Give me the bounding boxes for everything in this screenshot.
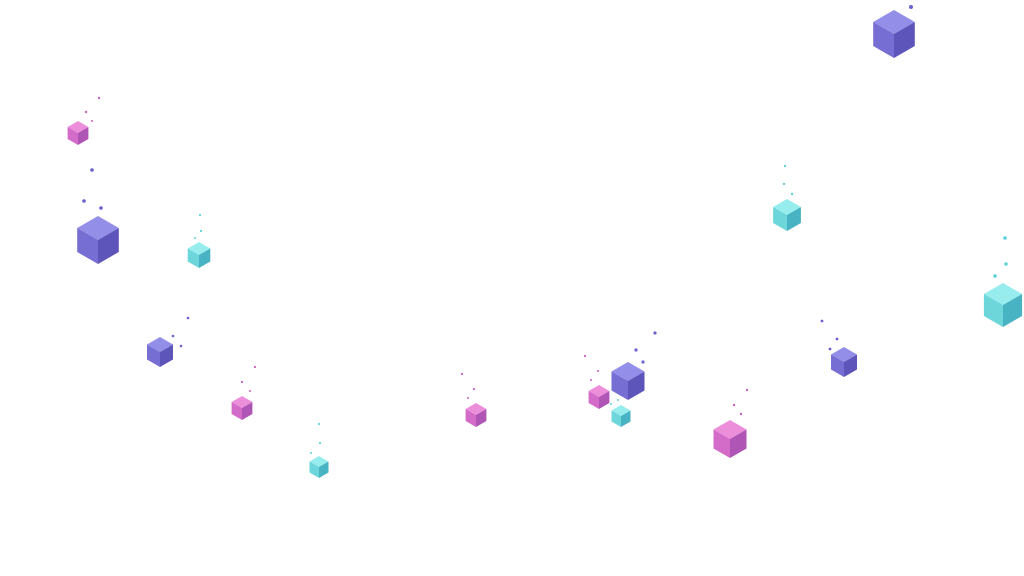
- particle-dot: [590, 379, 592, 381]
- cube-left-face: [713, 429, 730, 458]
- cube-right-face: [319, 461, 329, 478]
- hexagon-cube-icon: [983, 236, 1023, 327]
- particle-dot: [253, 365, 257, 369]
- hexagon-cube-icon: [610, 399, 631, 427]
- hexagon-cube-icon: [309, 422, 329, 478]
- cube-left-face: [231, 402, 242, 420]
- particle-dot: [90, 168, 94, 172]
- particle-dot: [472, 387, 476, 391]
- particle-dot: [653, 331, 657, 335]
- hexagon-cube-icon: [873, 5, 915, 58]
- particle-dot: [82, 199, 86, 203]
- particle-dot: [820, 319, 824, 323]
- particle-dot: [634, 348, 638, 352]
- shapes-layer: [67, 5, 1023, 478]
- particle-dot: [610, 403, 612, 405]
- cube-right-face: [98, 228, 119, 264]
- cube-right-face: [1003, 294, 1023, 327]
- cube-right-face: [844, 354, 857, 377]
- cube-right-face: [628, 371, 645, 400]
- particle-dot: [171, 334, 175, 338]
- cube-top-face: [187, 242, 211, 255]
- particle-dot: [641, 360, 645, 364]
- particle-dot: [99, 206, 103, 210]
- cube-left-face: [67, 127, 78, 145]
- particle-dot: [460, 372, 464, 376]
- cube-right-face: [894, 22, 915, 58]
- particle-dot: [617, 399, 619, 401]
- hexagon-cube-icon: [67, 96, 101, 145]
- cube-left-face: [611, 371, 628, 400]
- particle-dot: [467, 397, 469, 399]
- cube-right-face: [476, 409, 487, 427]
- particle-dot: [583, 354, 587, 358]
- particle-dot: [909, 5, 913, 9]
- hexagon-cube-icon: [611, 331, 657, 400]
- particle-dot: [310, 452, 312, 454]
- particle-dot: [317, 422, 321, 426]
- hexagon-cube-icon: [460, 372, 487, 427]
- hexagon-cube-icon: [231, 365, 257, 420]
- cube-right-face: [242, 402, 253, 420]
- cube-right-face: [199, 248, 211, 268]
- cube-right-face: [78, 127, 89, 145]
- hexagon-cube-icon: [820, 319, 857, 377]
- particle-dot: [739, 412, 743, 416]
- particle-dot: [1004, 262, 1008, 266]
- particle-dot: [194, 237, 196, 239]
- cube-right-face: [730, 429, 747, 458]
- cube-left-face: [831, 354, 844, 377]
- cube-left-face: [873, 22, 894, 58]
- particle-dot: [1003, 236, 1007, 240]
- cube-top-face: [465, 403, 487, 415]
- cube-left-face: [465, 409, 476, 427]
- particle-dot: [84, 110, 88, 114]
- hexagon-cube-icon: [77, 168, 119, 264]
- particle-dot: [199, 229, 203, 233]
- particle-dot: [835, 337, 839, 341]
- cube-left-face: [147, 344, 160, 367]
- particle-dot: [318, 441, 322, 445]
- cube-left-face: [773, 207, 787, 231]
- cube-left-face: [611, 410, 621, 427]
- particle-dot: [993, 274, 997, 278]
- particle-dot: [198, 213, 202, 217]
- particle-dot: [597, 370, 599, 372]
- cube-top-face: [873, 10, 915, 34]
- particle-dot: [240, 380, 244, 384]
- hexagon-cube-icon: [147, 316, 190, 367]
- particle-dot: [790, 192, 794, 196]
- hexagon-cube-icon: [713, 388, 749, 458]
- particle-dot: [91, 120, 93, 122]
- hexagon-cube-icon: [583, 354, 610, 409]
- cube-right-face: [787, 207, 801, 231]
- cube-left-face: [588, 391, 599, 409]
- hexagon-cube-icon: [187, 213, 211, 268]
- particle-dot: [97, 96, 101, 100]
- particle-dot: [179, 344, 183, 348]
- cube-left-face: [309, 461, 319, 478]
- cube-right-face: [621, 410, 631, 427]
- particle-dot: [783, 164, 787, 168]
- particle-dot: [186, 316, 190, 320]
- cube-left-face: [77, 228, 98, 264]
- cube-left-face: [983, 294, 1003, 327]
- hexagon-cube-icon: [773, 164, 801, 231]
- cube-top-face: [67, 121, 89, 133]
- particle-dot: [249, 390, 251, 392]
- particle-dot: [828, 347, 832, 351]
- cube-right-face: [160, 344, 173, 367]
- cube-left-face: [187, 248, 199, 268]
- cube-right-face: [599, 391, 610, 409]
- particle-dot: [732, 403, 736, 407]
- particle-dot: [745, 388, 749, 392]
- particle-dot: [782, 182, 786, 186]
